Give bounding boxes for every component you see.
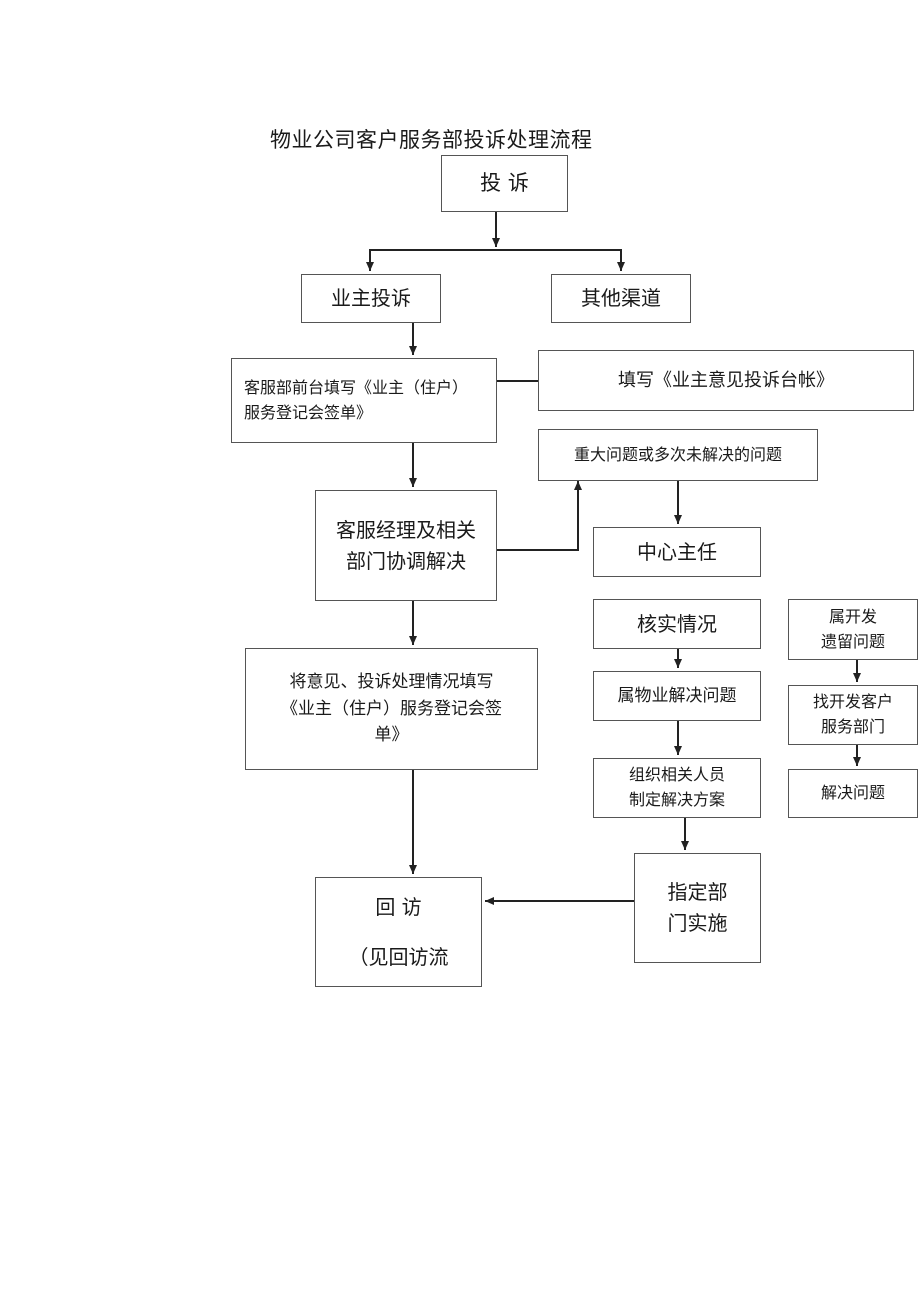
node-developer-issue: 属开发 遗留问题 xyxy=(788,599,918,660)
node-find-developer: 找开发客户 服务部门 xyxy=(788,685,918,745)
arrow-to-major-issue xyxy=(497,481,582,551)
node-resolve: 解决问题 xyxy=(788,769,918,818)
node-front-desk: 客服部前台填写《业主（住户） 服务登记会签单》 xyxy=(231,358,497,443)
node-record-result: 将意见、投诉处理情况填写 《业主（住户）服务登记会签 单》 xyxy=(245,648,538,770)
node-owner-complaint: 业主投诉 xyxy=(301,274,441,323)
split-line xyxy=(369,249,622,268)
node-organize: 组织相关人员 制定解决方案 xyxy=(593,758,761,818)
node-other-channels: 其他渠道 xyxy=(551,274,691,323)
node-verify: 核实情况 xyxy=(593,599,761,649)
node-revisit: 回 访 （见回访流 xyxy=(315,877,482,987)
node-complaint: 投 诉 xyxy=(441,155,568,212)
node-major-issue: 重大问题或多次未解决的问题 xyxy=(538,429,818,481)
page-title: 物业公司客户服务部投诉处理流程 xyxy=(270,128,593,152)
node-property-issue: 属物业解决问题 xyxy=(593,671,761,721)
node-assign-dept: 指定部 门实施 xyxy=(634,853,761,963)
node-manager-coordinate: 客服经理及相关 部门协调解决 xyxy=(315,490,497,601)
node-fill-ledger: 填写《业主意见投诉台帐》 xyxy=(538,350,914,411)
node-center-director: 中心主任 xyxy=(593,527,761,577)
